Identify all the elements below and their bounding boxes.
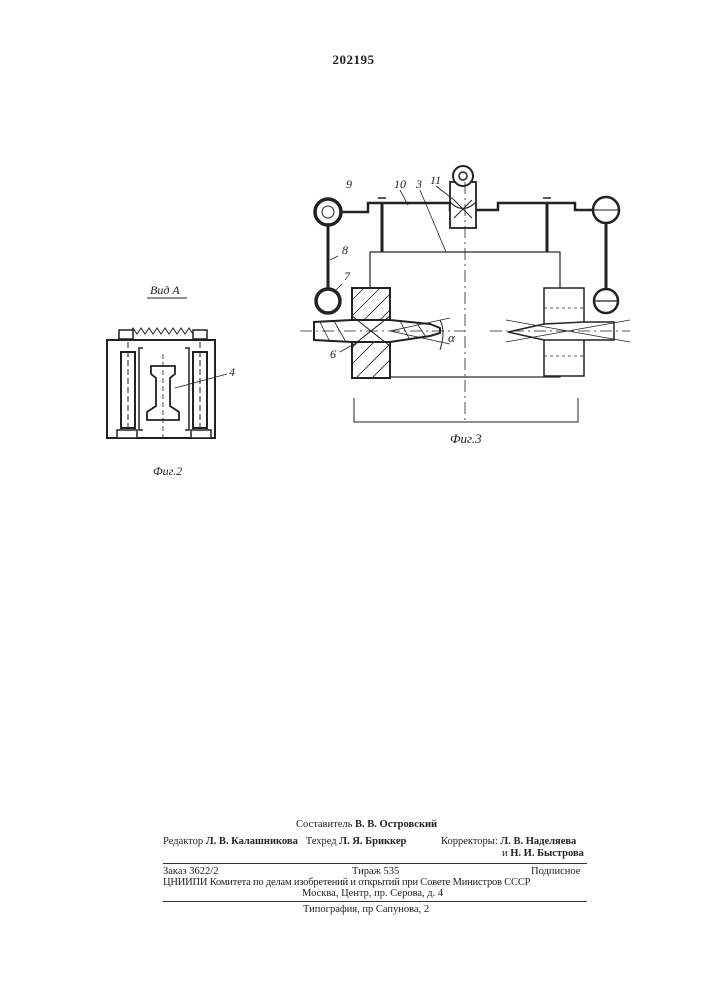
correctors-block: Корректоры: Л. В. Наделяева [441, 836, 576, 848]
fig3-label-6: 6 [330, 347, 336, 361]
figure-2: Вид А 4 Фиг.2 [95, 270, 255, 485]
imprint-rule-bottom [163, 901, 587, 902]
fig2-label-4: 4 [229, 365, 235, 379]
fig3-label-11: 11 [430, 173, 441, 187]
compiler-line: Составитель В. В. Островский [296, 819, 437, 831]
fig3-angle-alpha: α [448, 330, 456, 345]
editor-line: Редактор Л. В. Калашникова Техред Л. Я. … [163, 836, 406, 848]
fig3-base-bracket [354, 398, 578, 422]
fig2-caption: Фиг.2 [153, 464, 182, 478]
fig2-spring [129, 328, 193, 334]
fig3-ring-7 [316, 289, 340, 313]
fig3-label-10: 10 [394, 177, 406, 191]
patent-number: 202195 [0, 52, 707, 68]
fig3-label-9: 9 [346, 177, 352, 191]
address-line: Москва, Центр, пр. Серова, д. 4 [302, 888, 443, 900]
fig3-label-8: 8 [342, 243, 348, 257]
fig3-label-7: 7 [344, 269, 351, 283]
imprint-rule-top [163, 863, 587, 864]
figure-3: α 9 10 3 11 8 7 6 Фиг.3 [290, 160, 640, 460]
corrector-2-line: и Н. И. Быстрова [502, 848, 584, 860]
fig2-view-title: Вид А [150, 283, 180, 297]
printer-line: Типография, пр Сапунова, 2 [303, 904, 429, 916]
fig3-label-3: 3 [415, 177, 422, 191]
fig3-caption: Фиг.3 [450, 431, 482, 446]
